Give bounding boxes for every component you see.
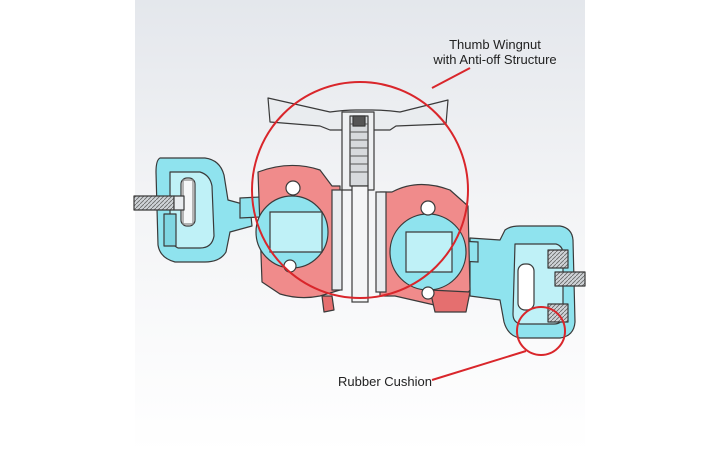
rubber-callout-label: Rubber Cushion [338, 374, 432, 389]
right-clamp-arm [469, 225, 586, 339]
left-ball-joint [255, 180, 329, 273]
rubber-callout-circle [516, 306, 566, 356]
wingnut-callout-label: Thumb Wingnut with Anti-off Structure [405, 37, 585, 67]
rubber-cushion-top [547, 249, 569, 269]
wingnut-callout-line2: with Anti-off Structure [433, 52, 557, 67]
left-clamp-arm [133, 157, 253, 263]
wingnut-leader-line [431, 67, 471, 89]
wingnut-callout-circle [251, 81, 469, 299]
rubber-leader-line [431, 350, 527, 381]
thumb-wingnut [267, 97, 449, 191]
center-bolt [331, 185, 387, 303]
wingnut-callout-line1: Thumb Wingnut [449, 37, 541, 52]
